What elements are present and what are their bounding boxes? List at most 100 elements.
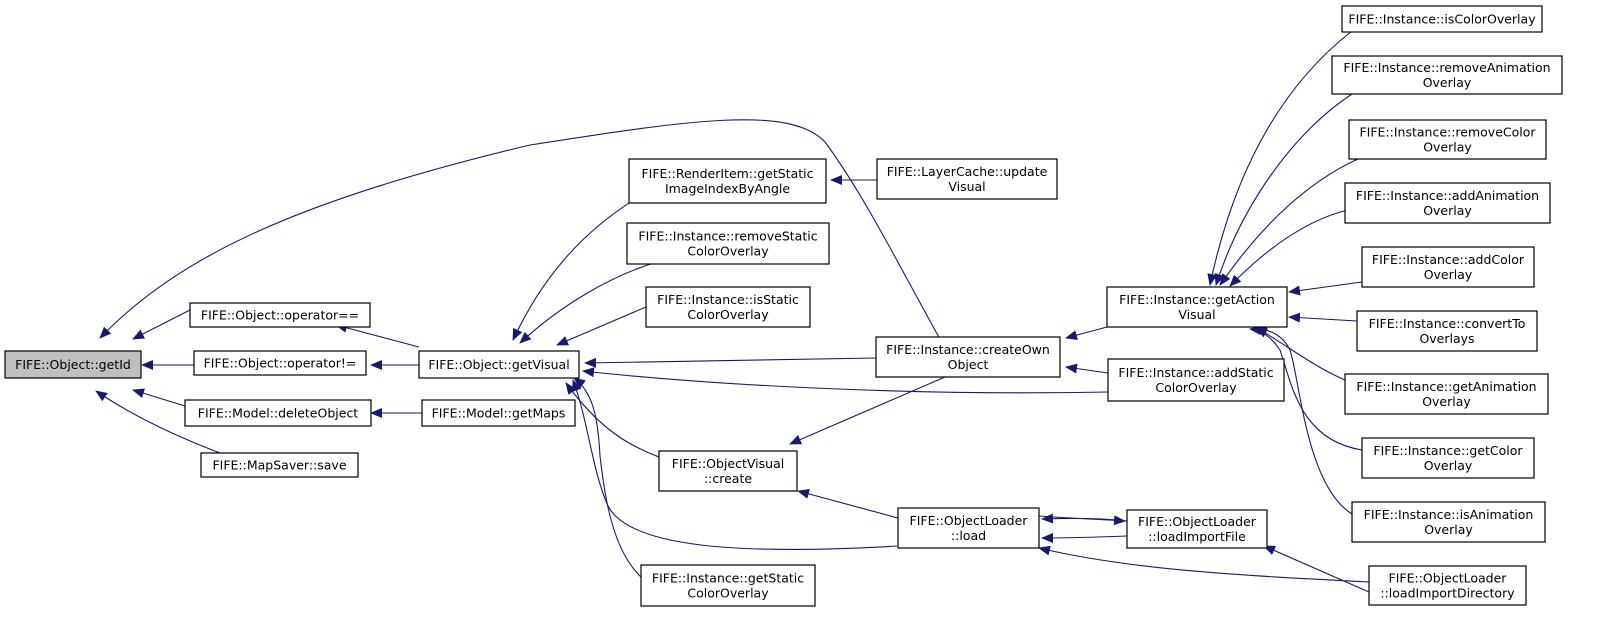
node-box: [421, 399, 576, 427]
call-edge: [565, 382, 660, 458]
call-edge: [556, 306, 647, 346]
node-ol-import-dir[interactable]: FIFE::ObjectLoader::loadImportDirectory: [1368, 565, 1527, 606]
node-ov-create[interactable]: FIFE::ObjectVisual::create: [658, 450, 798, 492]
node-label: Overlay: [1424, 522, 1473, 537]
node-label: ColorOverlay: [687, 244, 769, 259]
node-label: FIFE::Instance::removeStatic: [638, 229, 817, 244]
call-edge: [582, 367, 1109, 394]
call-edge: [99, 119, 941, 340]
call-edge: [1038, 515, 1126, 526]
node-label: FIFE::Instance::getAnimation: [1356, 379, 1536, 394]
node-label: FIFE::Instance::getAction: [1119, 292, 1275, 307]
node-box: [4, 350, 142, 379]
node-label: Visual: [948, 179, 985, 194]
node-is-color-overlay[interactable]: FIFE::Instance::isColorOverlay: [1341, 5, 1543, 33]
node-label: Object: [948, 357, 989, 372]
node-label: ::load: [951, 528, 986, 543]
node-ol-load[interactable]: FIFE::ObjectLoader::load: [897, 507, 1040, 549]
node-label: Overlay: [1423, 203, 1472, 218]
node-box: [897, 507, 1040, 549]
node-label: FIFE::Model::getMaps: [432, 406, 566, 421]
call-edge: [573, 377, 660, 591]
node-label: FIFE::Model::deleteObject: [198, 406, 359, 421]
call-edge: [789, 376, 946, 445]
node-get-id[interactable]: FIFE::Object::getId: [4, 350, 142, 379]
call-edge: [95, 390, 221, 454]
node-box: [1331, 55, 1563, 95]
node-box: [628, 158, 827, 204]
node-box: [1341, 5, 1543, 33]
call-edge: [132, 309, 191, 340]
node-label: ColorOverlay: [1155, 380, 1237, 395]
node-box: [1126, 509, 1268, 549]
node-box: [200, 452, 359, 478]
call-edge: [512, 197, 638, 341]
call-edge: [1288, 281, 1363, 296]
node-box: [189, 302, 371, 328]
graph-nodes: FIFE::Object::getId FIFE::Object::operato…: [4, 5, 1563, 607]
node-label: ::loadImportDirectory: [1380, 586, 1515, 601]
node-get-visual[interactable]: FIFE::Object::getVisual: [418, 350, 580, 379]
node-label: Overlay: [1423, 140, 1472, 155]
node-box: [1368, 565, 1527, 606]
node-label: Overlay: [1424, 458, 1473, 473]
node-op-eq[interactable]: FIFE::Object::operator==: [189, 302, 371, 328]
call-edge: [519, 261, 658, 344]
node-delete-object[interactable]: FIFE::Model::deleteObject: [184, 399, 372, 427]
node-label: FIFE::Instance::addAnimation: [1356, 188, 1539, 203]
node-label: FIFE::Object::operator!=: [204, 356, 357, 371]
call-edge: [797, 489, 899, 519]
node-get-maps[interactable]: FIFE::Model::getMaps: [421, 399, 576, 427]
node-label: FIFE::Instance::getColor: [1373, 443, 1523, 458]
node-ol-import-file[interactable]: FIFE::ObjectLoader::loadImportFile: [1126, 509, 1268, 549]
call-edge: [1255, 324, 1353, 515]
node-map-save[interactable]: FIFE::MapSaver::save: [200, 452, 359, 478]
node-box: [184, 399, 372, 427]
node-box: [876, 158, 1058, 200]
call-edge: [1263, 545, 1370, 593]
node-box: [875, 336, 1061, 378]
node-label: FIFE::Object::getVisual: [428, 357, 569, 372]
node-label: FIFE::Instance::convertTo: [1369, 316, 1526, 331]
node-label: Visual: [1178, 307, 1215, 322]
node-box: [193, 350, 367, 376]
node-box: [1344, 182, 1551, 224]
node-label: FIFE::MapSaver::save: [212, 458, 346, 473]
node-render-item[interactable]: FIFE::RenderItem::getStaticImageIndexByA…: [628, 158, 827, 204]
call-edge: [1065, 326, 1108, 340]
call-edge: [1229, 208, 1353, 287]
node-label: ColorOverlay: [687, 586, 769, 601]
call-edge: [335, 322, 420, 348]
node-box: [1106, 286, 1288, 328]
node-label: Overlays: [1419, 331, 1474, 346]
node-box: [1348, 119, 1547, 160]
node-box: [1351, 501, 1546, 543]
node-op-neq[interactable]: FIFE::Object::operator!=: [193, 350, 367, 376]
node-label: Overlay: [1422, 394, 1471, 409]
node-label: FIFE::Instance::addStatic: [1118, 365, 1273, 380]
call-edge: [584, 357, 877, 368]
node-label: FIFE::ObjectVisual: [672, 456, 784, 471]
call-edge: [1207, 30, 1353, 286]
node-box: [418, 350, 580, 379]
node-label: FIFE::LayerCache::update: [887, 164, 1048, 179]
call-edge: [1288, 312, 1358, 323]
node-label: FIFE::Instance::isAnimation: [1364, 507, 1534, 522]
node-label: FIFE::Instance::isStatic: [657, 292, 799, 307]
